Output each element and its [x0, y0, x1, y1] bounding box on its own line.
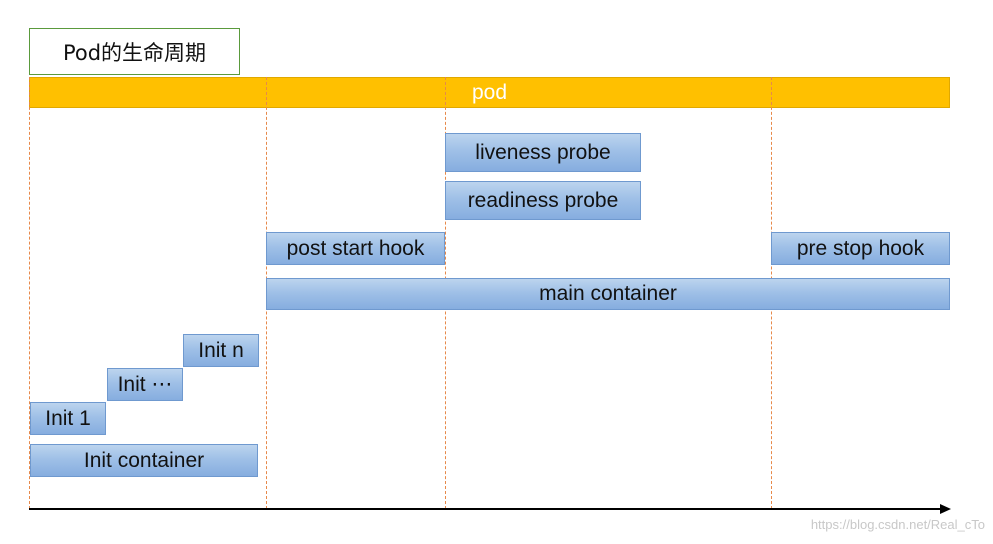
pre-stop-hook-block: pre stop hook — [771, 232, 950, 265]
liveness-probe-block: liveness probe — [445, 133, 641, 172]
init-n-block: Init n — [183, 334, 259, 367]
timeline-arrow-icon — [940, 504, 951, 514]
init-container-block: Init container — [30, 444, 258, 477]
watermark: https://blog.csdn.net/Real_cTo — [810, 517, 985, 532]
timeline-axis — [29, 508, 943, 510]
init-1-block: Init 1 — [30, 402, 106, 435]
init-dots-block: Init ⋯ — [107, 368, 183, 401]
pod-bar: pod — [29, 77, 950, 108]
main-container-block: main container — [266, 278, 950, 310]
readiness-probe-block: readiness probe — [445, 181, 641, 220]
phase-divider-start — [29, 77, 30, 509]
diagram-title: Pod的生命周期 — [29, 28, 240, 75]
post-start-hook-block: post start hook — [266, 232, 445, 265]
